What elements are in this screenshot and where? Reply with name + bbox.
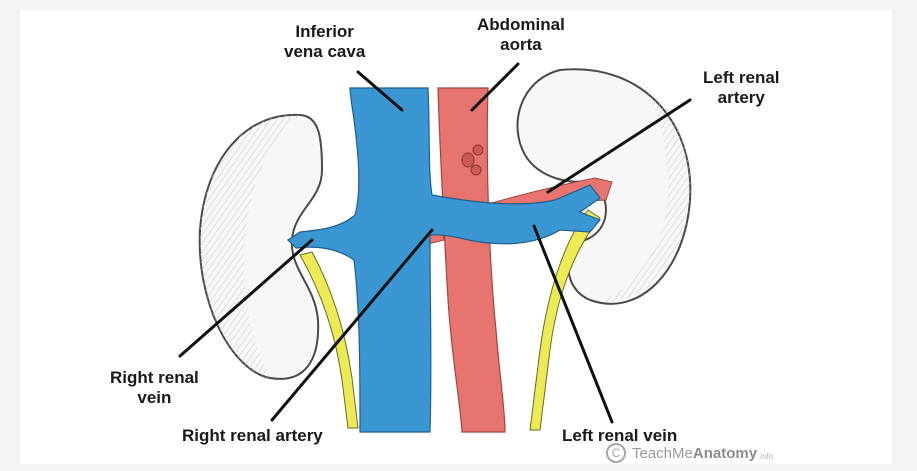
label-right-renal-vein: Right renal vein [110,368,199,407]
right-renal-vein-leader-line [178,238,314,358]
right-ureter [299,251,359,429]
aorta-leader-line [470,62,520,112]
label-right-renal-artery: Right renal artery [182,426,323,445]
abdominal-aorta [437,87,506,433]
watermark-brand-bold: Anatomy [692,444,758,462]
ivc-leader-line [356,70,404,112]
watermark-suffix: .info [758,451,774,461]
label-abdominal-aorta: Abdominal aorta [477,15,565,54]
right-renal-artery-leader-line [270,228,434,422]
label-left-renal-vein: Left renal vein [562,426,678,445]
left-kidney-shading [600,80,691,303]
left-renal-vein-leader-line [532,224,614,424]
label-inferior-vena-cava: Inferior vena cava [284,22,366,61]
left-ureter [529,209,601,431]
inferior-vena-cava [287,87,601,433]
left-renal-artery-leader-line [546,98,692,194]
copyright-icon: C [606,443,626,463]
watermark-brand-light: TeachMe [632,444,693,462]
aorta-branch-ostia [461,144,484,176]
right-kidney-shading [199,114,300,379]
label-left-renal-artery: Left renal artery [703,68,780,107]
watermark: C TeachMe Anatomy .info [606,440,773,466]
